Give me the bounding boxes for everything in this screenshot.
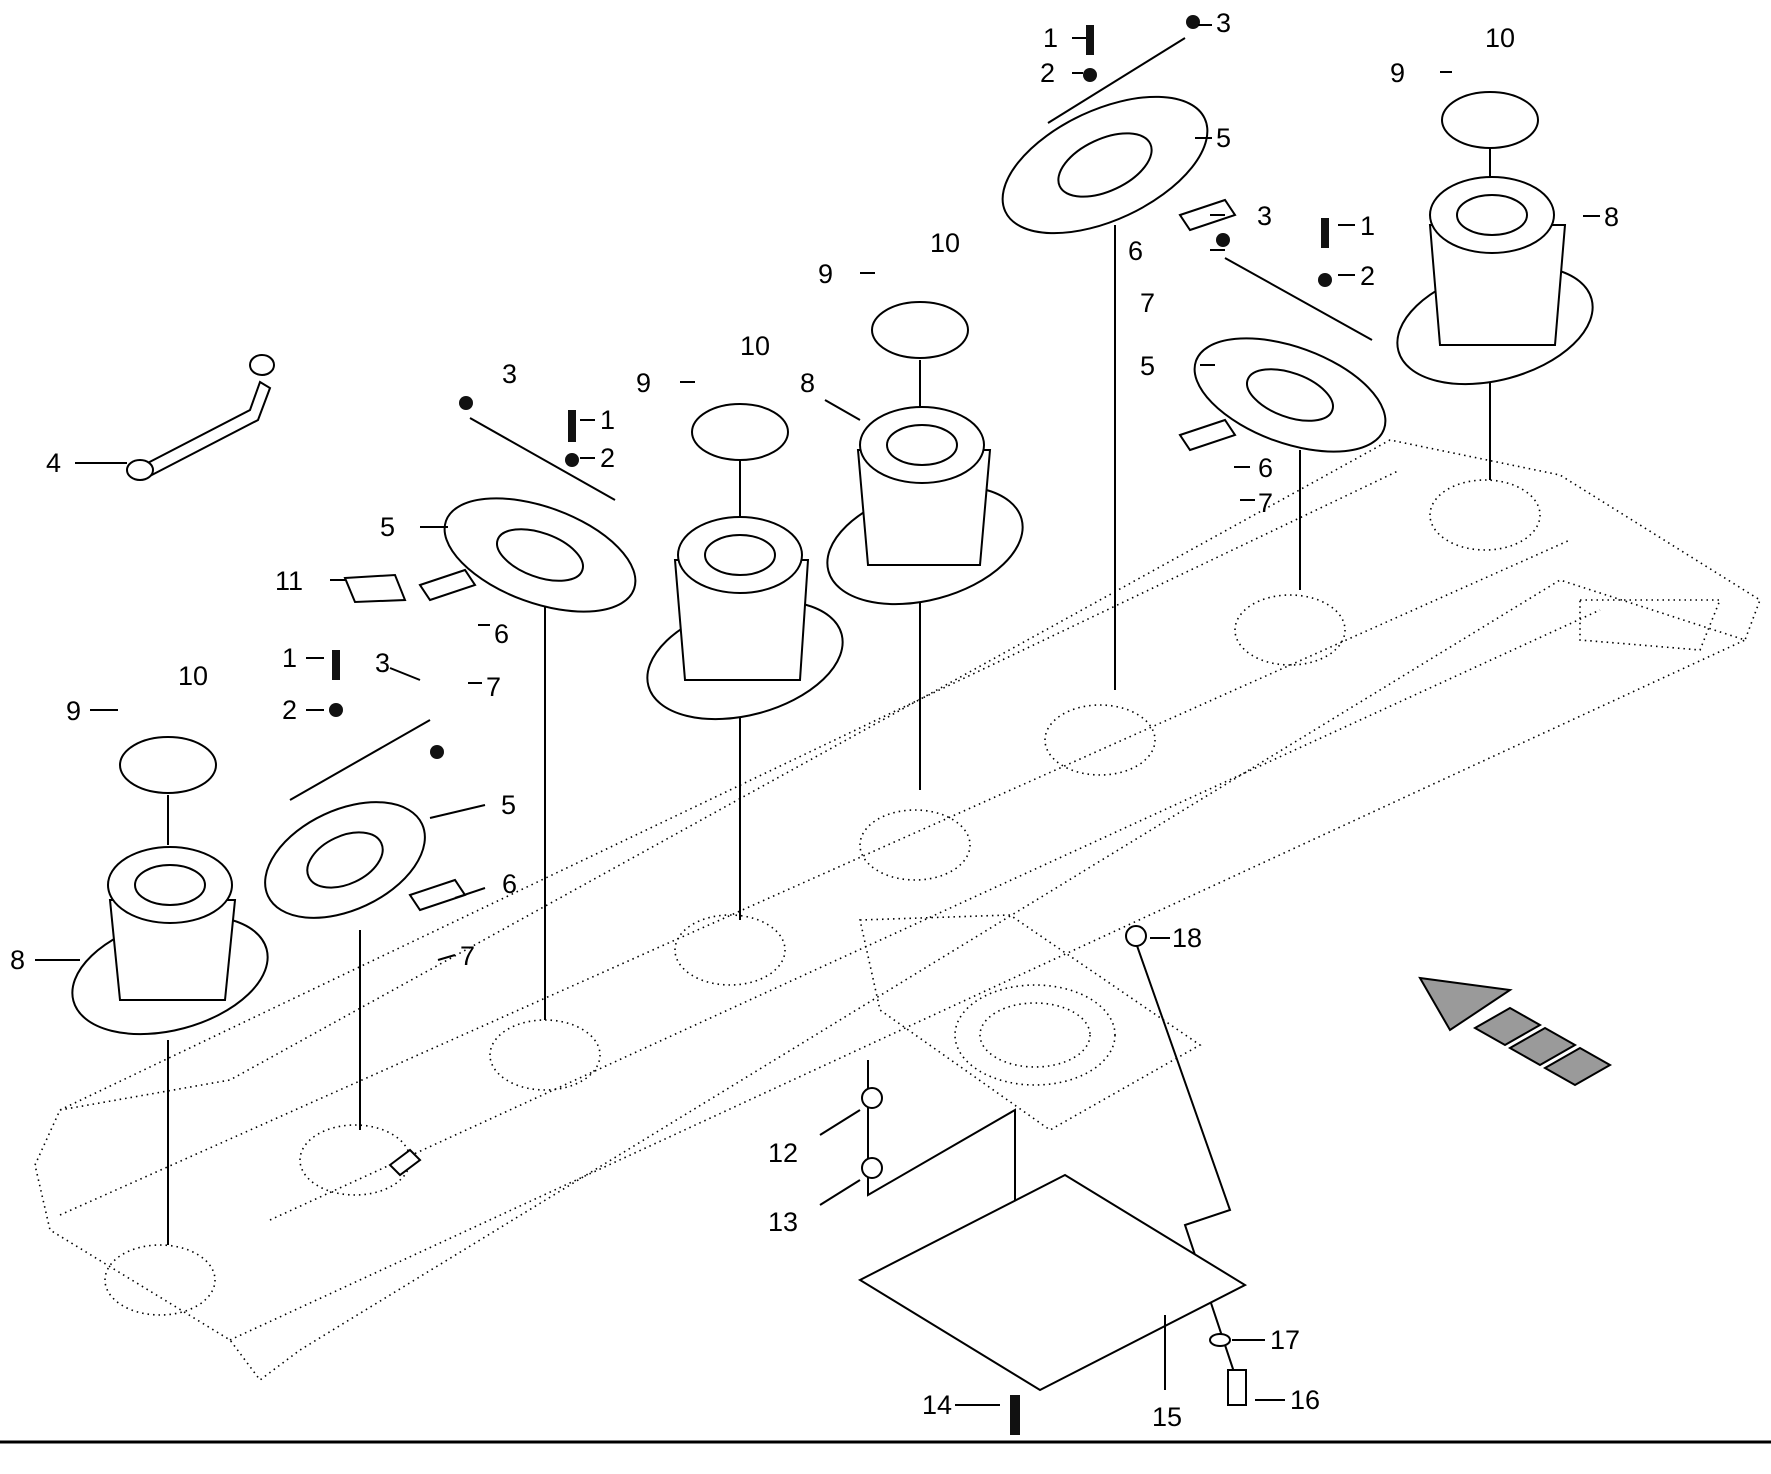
callout-3: 3 — [375, 648, 390, 678]
callout-14: 14 — [922, 1390, 952, 1420]
callout-labels: 1 2 3 5 9 10 8 1 2 3 6 7 5 6 7 9 10 10 9… — [10, 8, 1619, 1432]
knife-plate-6c — [408, 878, 467, 912]
callout-1: 1 — [282, 643, 297, 673]
callout-6: 6 — [1128, 236, 1143, 266]
callout-7: 7 — [1140, 288, 1155, 318]
fasteners — [329, 15, 1332, 1435]
disc-right — [1193, 337, 1387, 453]
callout-1: 1 — [1043, 23, 1058, 53]
knife-plate-6a — [1178, 198, 1237, 232]
cover-center — [691, 403, 789, 461]
callout-11: 11 — [275, 566, 303, 596]
guard-plate — [857, 1173, 1248, 1392]
measurement-arrows — [289, 37, 1373, 801]
callout-15: 15 — [1152, 1402, 1182, 1432]
disc-left — [264, 801, 426, 919]
callout-8: 8 — [10, 945, 25, 975]
drum-right — [1396, 176, 1594, 386]
callout-6: 6 — [494, 619, 509, 649]
callout-18: 18 — [1172, 923, 1202, 953]
callout-10: 10 — [1485, 23, 1515, 53]
callout-7: 7 — [1258, 488, 1273, 518]
callout-3: 3 — [1257, 201, 1272, 231]
callout-13: 13 — [768, 1207, 798, 1237]
cover-center-right — [871, 301, 969, 359]
callout-3: 3 — [502, 359, 517, 389]
callout-8: 8 — [800, 368, 815, 398]
callout-1: 1 — [600, 405, 615, 435]
disc-top — [1001, 95, 1209, 235]
callout-9: 9 — [818, 259, 833, 289]
callout-2: 2 — [1360, 261, 1375, 291]
callout-10: 10 — [740, 331, 770, 361]
callout-17: 17 — [1270, 1325, 1300, 1355]
assembly-lines — [167, 145, 1491, 1391]
cover-left — [119, 736, 217, 794]
cover-right — [1441, 91, 1539, 149]
callout-6: 6 — [1258, 453, 1273, 483]
callout-10: 10 — [178, 661, 208, 691]
drum-center-right — [826, 406, 1024, 606]
callout-3: 3 — [1216, 8, 1231, 38]
drum-left — [71, 846, 269, 1036]
callout-2: 2 — [1040, 58, 1055, 88]
disc-center-left — [443, 497, 637, 613]
callout-8: 8 — [1604, 202, 1619, 232]
drum-covers — [119, 91, 1539, 794]
cutter-bar-frame — [34, 439, 1761, 1382]
cutter-discs — [264, 95, 1387, 919]
callout-7: 7 — [486, 672, 501, 702]
callout-5: 5 — [1140, 351, 1155, 381]
callout-16: 16 — [1290, 1385, 1320, 1415]
callout-9: 9 — [636, 368, 651, 398]
knife-plate-6d — [1178, 418, 1237, 452]
callout-7: 7 — [460, 941, 475, 971]
shim-11 — [343, 573, 407, 604]
drum-center — [646, 516, 844, 721]
callout-6: 6 — [502, 869, 517, 899]
callout-4: 4 — [46, 448, 61, 478]
callout-10: 10 — [930, 228, 960, 258]
callout-5: 5 — [501, 790, 516, 820]
spacer-block — [388, 1148, 422, 1177]
callout-2: 2 — [282, 695, 297, 725]
cutter-drums — [71, 176, 1594, 1036]
callout-12: 12 — [768, 1138, 798, 1168]
leader-lines — [35, 24, 1600, 1406]
callout-9: 9 — [1390, 58, 1405, 88]
callout-5: 5 — [380, 512, 395, 542]
callout-5: 5 — [1216, 123, 1231, 153]
knife-plate-6b — [418, 568, 477, 602]
callout-9: 9 — [66, 696, 81, 726]
callout-2: 2 — [600, 443, 615, 473]
callout-1: 1 — [1360, 211, 1375, 241]
travel-direction-arrow-icon — [1418, 976, 1613, 1087]
wrench — [126, 354, 275, 481]
